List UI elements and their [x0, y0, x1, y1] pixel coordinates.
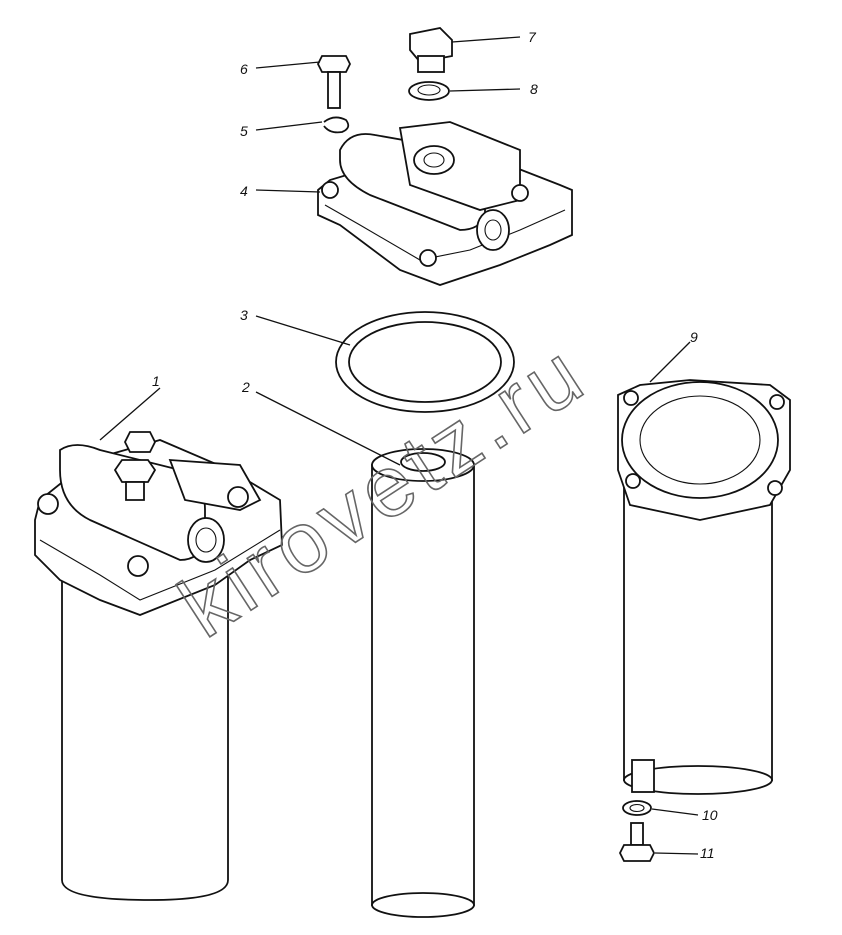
part-10-washer	[622, 800, 652, 816]
part-5-spring-washer	[323, 116, 350, 134]
label-part-5: 5	[240, 123, 248, 139]
label-part-10: 10	[702, 807, 718, 823]
part-2-filter-element	[371, 448, 475, 918]
leader-lines	[99, 36, 699, 855]
label-part-7: 7	[528, 29, 537, 45]
bolt-icon	[113, 459, 157, 501]
part-3-sealing-ring	[335, 311, 515, 413]
part-7-plug	[409, 27, 453, 73]
label-part-8: 8	[530, 81, 538, 97]
bolt-icon	[123, 431, 157, 453]
label-part-11: 11	[700, 845, 715, 861]
label-part-1: 1	[152, 373, 160, 389]
label-part-4: 4	[240, 183, 248, 199]
part-labels: 1 2 3 4 5 6 7 8 9 10 11	[152, 29, 718, 861]
part-8-washer	[408, 81, 450, 101]
label-part-6: 6	[240, 61, 248, 77]
part-1-assembled-filter	[34, 431, 283, 901]
label-part-9: 9	[690, 329, 698, 345]
label-part-2: 2	[241, 379, 250, 395]
label-part-3: 3	[240, 307, 248, 323]
part-11-drain-bolt	[618, 822, 656, 862]
part-4-filter-head	[317, 121, 573, 286]
part-9-filter-housing	[617, 379, 791, 795]
part-6-bolt	[316, 55, 352, 109]
